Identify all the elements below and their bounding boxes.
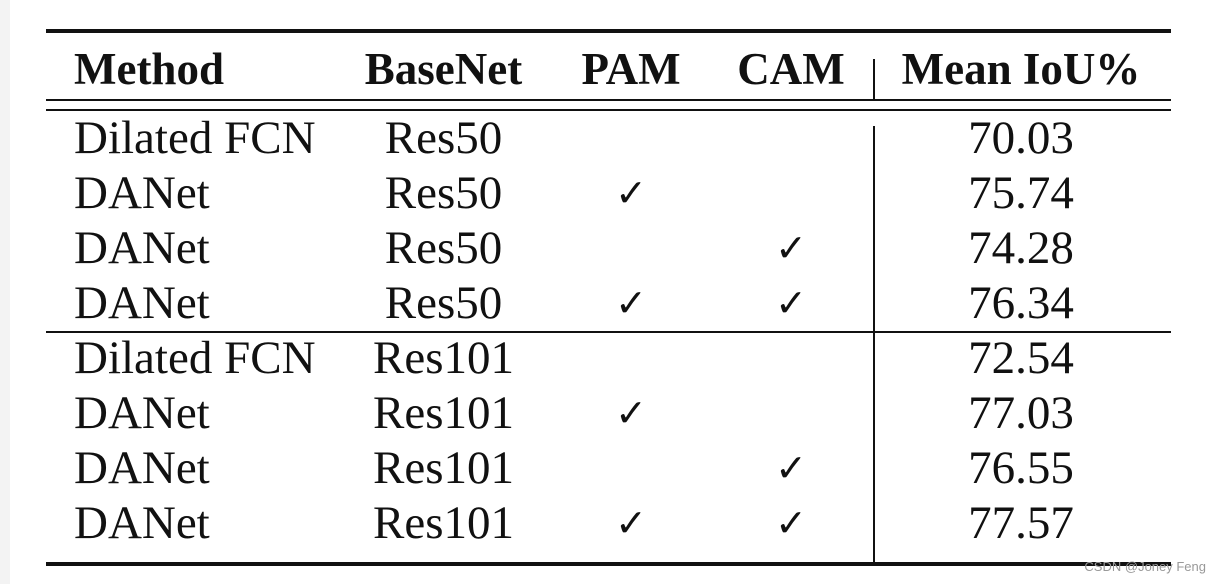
- table-cell-cam: ✓: [775, 446, 807, 490]
- ablation-table: Method BaseNet PAM CAM Mean IoU% Dilated…: [46, 29, 1171, 567]
- header-pam: PAM: [581, 44, 681, 94]
- table-cell-pam: [576, 440, 686, 496]
- table-cell-method: DANet: [74, 167, 210, 219]
- header-column-divider: [873, 59, 875, 99]
- header-method: Method: [74, 44, 224, 94]
- table-cell-pam: ✓: [615, 391, 647, 435]
- table-cell-cam: [736, 330, 846, 386]
- table-cell-basenet: Res101: [373, 497, 514, 549]
- table-cell-pam: [576, 220, 686, 276]
- table-cell-cam: ✓: [775, 226, 807, 270]
- table-cell-pam: ✓: [615, 281, 647, 325]
- table-cell-method: DANet: [74, 442, 210, 494]
- table-cell-cam: [736, 110, 846, 166]
- table-cell-basenet: Res101: [373, 332, 514, 384]
- body-column-divider: [873, 126, 875, 562]
- table-cell-basenet: Res101: [373, 387, 514, 439]
- table-cell-basenet: Res50: [384, 112, 503, 164]
- table-cell-cam: ✓: [775, 281, 807, 325]
- table-cell-mean-iou: 77.03: [968, 387, 1074, 439]
- table-cell-mean-iou: 75.74: [968, 167, 1074, 219]
- table-cell-pam: ✓: [615, 171, 647, 215]
- table-cell-mean-iou: 70.03: [968, 112, 1074, 164]
- table-cell-pam: [576, 110, 686, 166]
- table-cell-method: DANet: [74, 277, 210, 329]
- table-cell-basenet: Res50: [384, 277, 503, 329]
- table-cell-mean-iou: 74.28: [968, 222, 1074, 274]
- table-cell-cam: [736, 385, 846, 441]
- table-cell-method: DANet: [74, 222, 210, 274]
- left-edge-strip: [0, 0, 10, 584]
- table-cell-basenet: Res101: [373, 442, 514, 494]
- table-cell-mean-iou: 76.34: [968, 277, 1074, 329]
- table-cell-method: Dilated FCN: [74, 332, 316, 384]
- table-cell-mean-iou: 72.54: [968, 332, 1074, 384]
- group-separator-rule: [46, 331, 1171, 333]
- table-cell-mean-iou: 76.55: [968, 442, 1074, 494]
- table-cell-pam: [576, 330, 686, 386]
- table-top-rule: [46, 29, 1171, 33]
- header-cam: CAM: [737, 44, 845, 94]
- table-cell-basenet: Res50: [384, 167, 503, 219]
- table-cell-basenet: Res50: [384, 222, 503, 274]
- header-basenet: BaseNet: [364, 44, 523, 94]
- csdn-watermark: CSDN @Joney Feng: [1084, 559, 1206, 574]
- table-cell-method: DANet: [74, 497, 210, 549]
- header-double-rule-upper: [46, 99, 1171, 101]
- table-cell-cam: ✓: [775, 501, 807, 545]
- header-double-rule-lower: [46, 109, 1171, 111]
- table-cell-method: Dilated FCN: [74, 112, 316, 164]
- table-cell-cam: [736, 165, 846, 221]
- table-cell-pam: ✓: [615, 501, 647, 545]
- table-bottom-rule: [46, 562, 1171, 566]
- table-cell-mean-iou: 77.57: [968, 497, 1074, 549]
- header-mean-iou: Mean IoU%: [901, 44, 1141, 94]
- table-cell-method: DANet: [74, 387, 210, 439]
